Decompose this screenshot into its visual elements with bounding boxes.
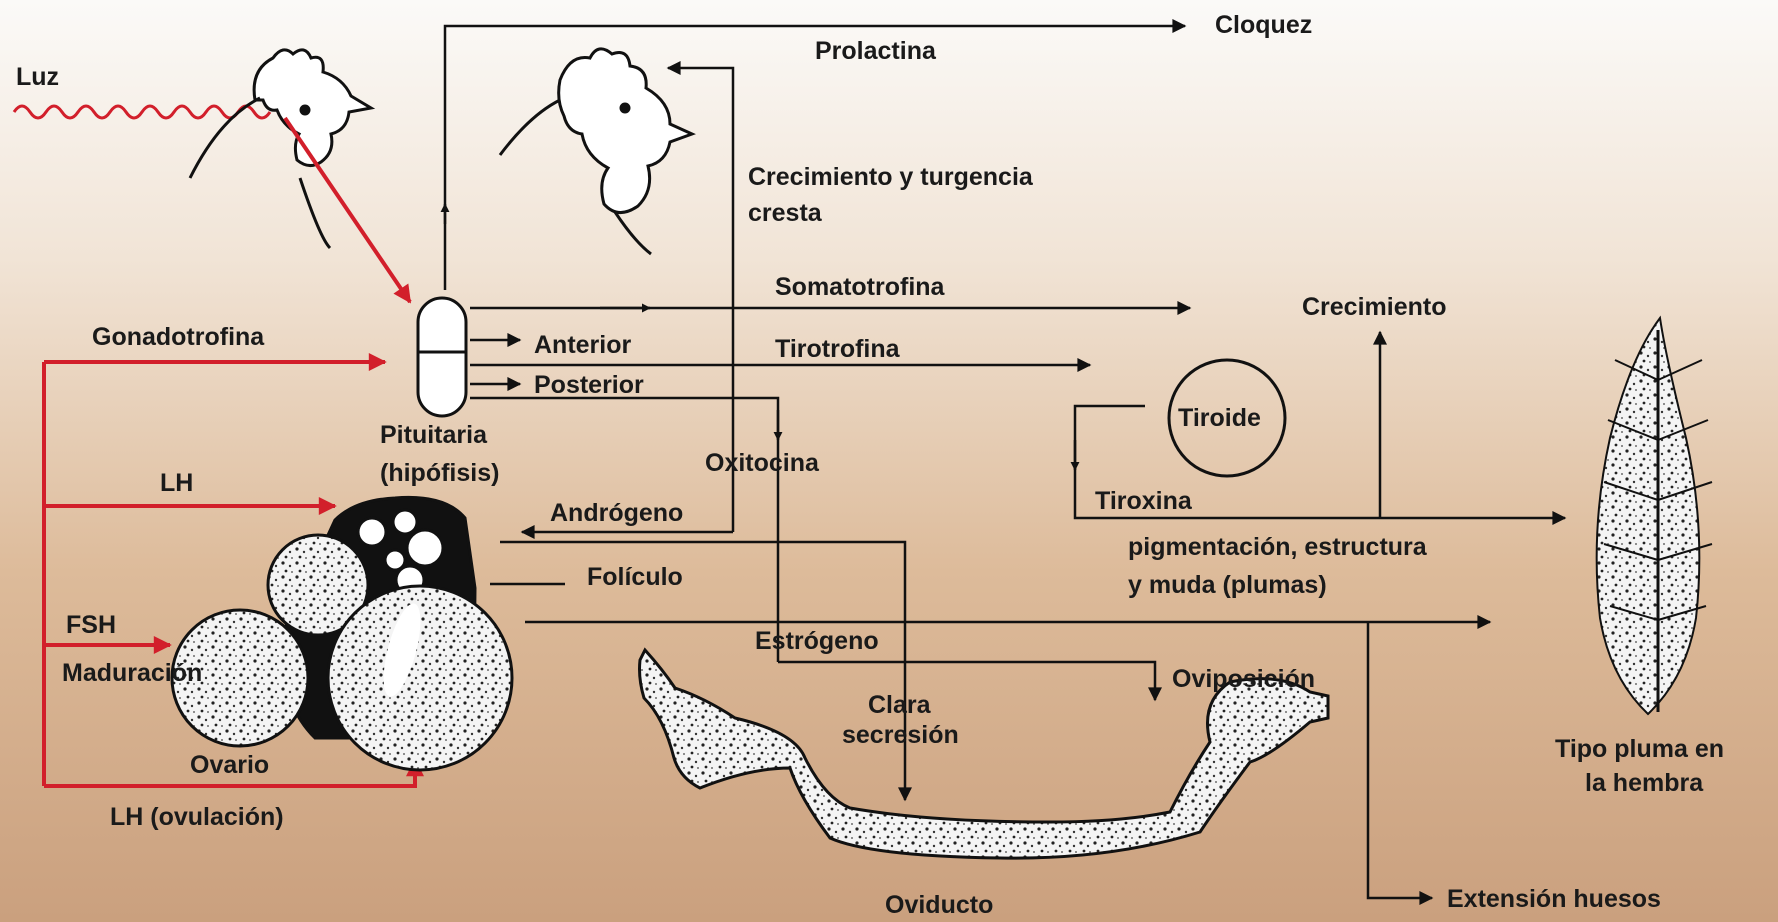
- tirotrofina-label: Tirotrofina: [775, 336, 900, 364]
- crecimiento-label: Crecimiento: [1302, 294, 1446, 322]
- somatotrofina-label: Somatotrofina: [775, 274, 944, 302]
- tipo-pluma-label-2: la hembra: [1585, 770, 1703, 798]
- tipo-pluma-label-1: Tipo pluma en: [1555, 736, 1724, 764]
- estrogeno-label: Estrógeno: [755, 628, 879, 656]
- pituitaria-label: Pituitaria: [380, 422, 487, 450]
- hen-head-icon: [190, 50, 371, 248]
- fsh-label: FSH: [66, 612, 116, 640]
- feather-icon: [1597, 318, 1712, 714]
- light-wave-icon: [14, 106, 270, 118]
- tiroide-label: Tiroide: [1178, 405, 1261, 433]
- gonadotrofina-label: Gonadotrofina: [92, 324, 264, 352]
- androgeno-label: Andrógeno: [550, 500, 683, 528]
- prolactina-label: Prolactina: [815, 38, 936, 66]
- crecimiento-cresta-label-2: cresta: [748, 200, 822, 228]
- rooster-head-icon: [500, 49, 692, 254]
- foliculo-label: Folículo: [587, 564, 683, 592]
- clara-label-1: Clara: [868, 692, 931, 720]
- hipofisis-label: (hipófisis): [380, 460, 499, 488]
- lh-ovulacion-label: LH (ovulación): [110, 804, 284, 832]
- crecimiento-cresta-label-1: Crecimiento y turgencia: [748, 164, 1033, 192]
- ovario-label: Ovario: [190, 752, 269, 780]
- tiroxina-label: Tiroxina: [1095, 488, 1192, 516]
- clara-label-2: secresión: [842, 722, 959, 750]
- oviposicion-label: Oviposición: [1172, 666, 1315, 694]
- lh-label: LH: [160, 470, 193, 498]
- luz-label: Luz: [16, 64, 59, 92]
- light-to-pituitary-arrow: [285, 118, 410, 302]
- maduracion-label: Maduración: [62, 660, 202, 688]
- oxitocina-label: Oxitocina: [705, 450, 819, 478]
- ovary-icon: [172, 497, 512, 770]
- oviducto-label: Oviducto: [885, 892, 993, 920]
- cloquez-label: Cloquez: [1215, 12, 1312, 40]
- pituitary-gland-icon: [418, 298, 466, 416]
- extension-huesos-arrow: [1368, 622, 1432, 898]
- anterior-label: Anterior: [534, 332, 631, 360]
- cloquez-arrow: [445, 26, 1185, 290]
- posterior-label: Posterior: [534, 372, 644, 400]
- pigmentacion-label-1: pigmentación, estructura: [1128, 534, 1427, 562]
- pigmentacion-label-2: y muda (plumas): [1128, 572, 1327, 600]
- extension-huesos-label: Extensión huesos: [1447, 886, 1661, 914]
- oviposicion-arrow: [778, 662, 1155, 700]
